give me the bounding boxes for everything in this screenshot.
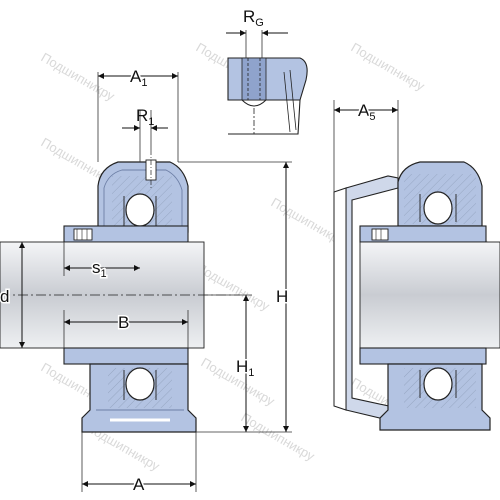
dimension-d: d (0, 242, 25, 348)
dimension-r1: R1 (122, 106, 168, 162)
label-a: A (133, 475, 145, 494)
dimension-a5: A5 (333, 100, 399, 192)
label-b: B (118, 313, 129, 332)
watermark: Подшипникру (39, 50, 118, 104)
watermark: Подшипникру (194, 260, 273, 314)
watermark: Подшипникру (349, 40, 428, 94)
dimension-b: B (63, 310, 189, 348)
watermark: Подшипникру (239, 410, 318, 464)
label-r1: R1 (136, 106, 154, 128)
main-bearing-unit (0, 150, 240, 433)
dimension-rg: RG (226, 7, 288, 58)
label-h: H (276, 287, 288, 306)
covered-bearing-unit (333, 161, 500, 431)
label-s1: s1 (92, 258, 107, 280)
dimension-h: H (178, 161, 292, 433)
dimension-h1: H1 (204, 294, 256, 432)
label-h1: H1 (236, 357, 254, 379)
dimension-s1: s1 (63, 242, 140, 282)
label-d: d (0, 287, 9, 306)
dimension-a: A (81, 432, 197, 496)
label-a5: A5 (358, 101, 375, 123)
label-rg: RG (243, 7, 264, 29)
dimension-a1: A1 (97, 66, 179, 162)
label-a1: A1 (130, 67, 147, 89)
set-screw-detail (227, 57, 308, 135)
